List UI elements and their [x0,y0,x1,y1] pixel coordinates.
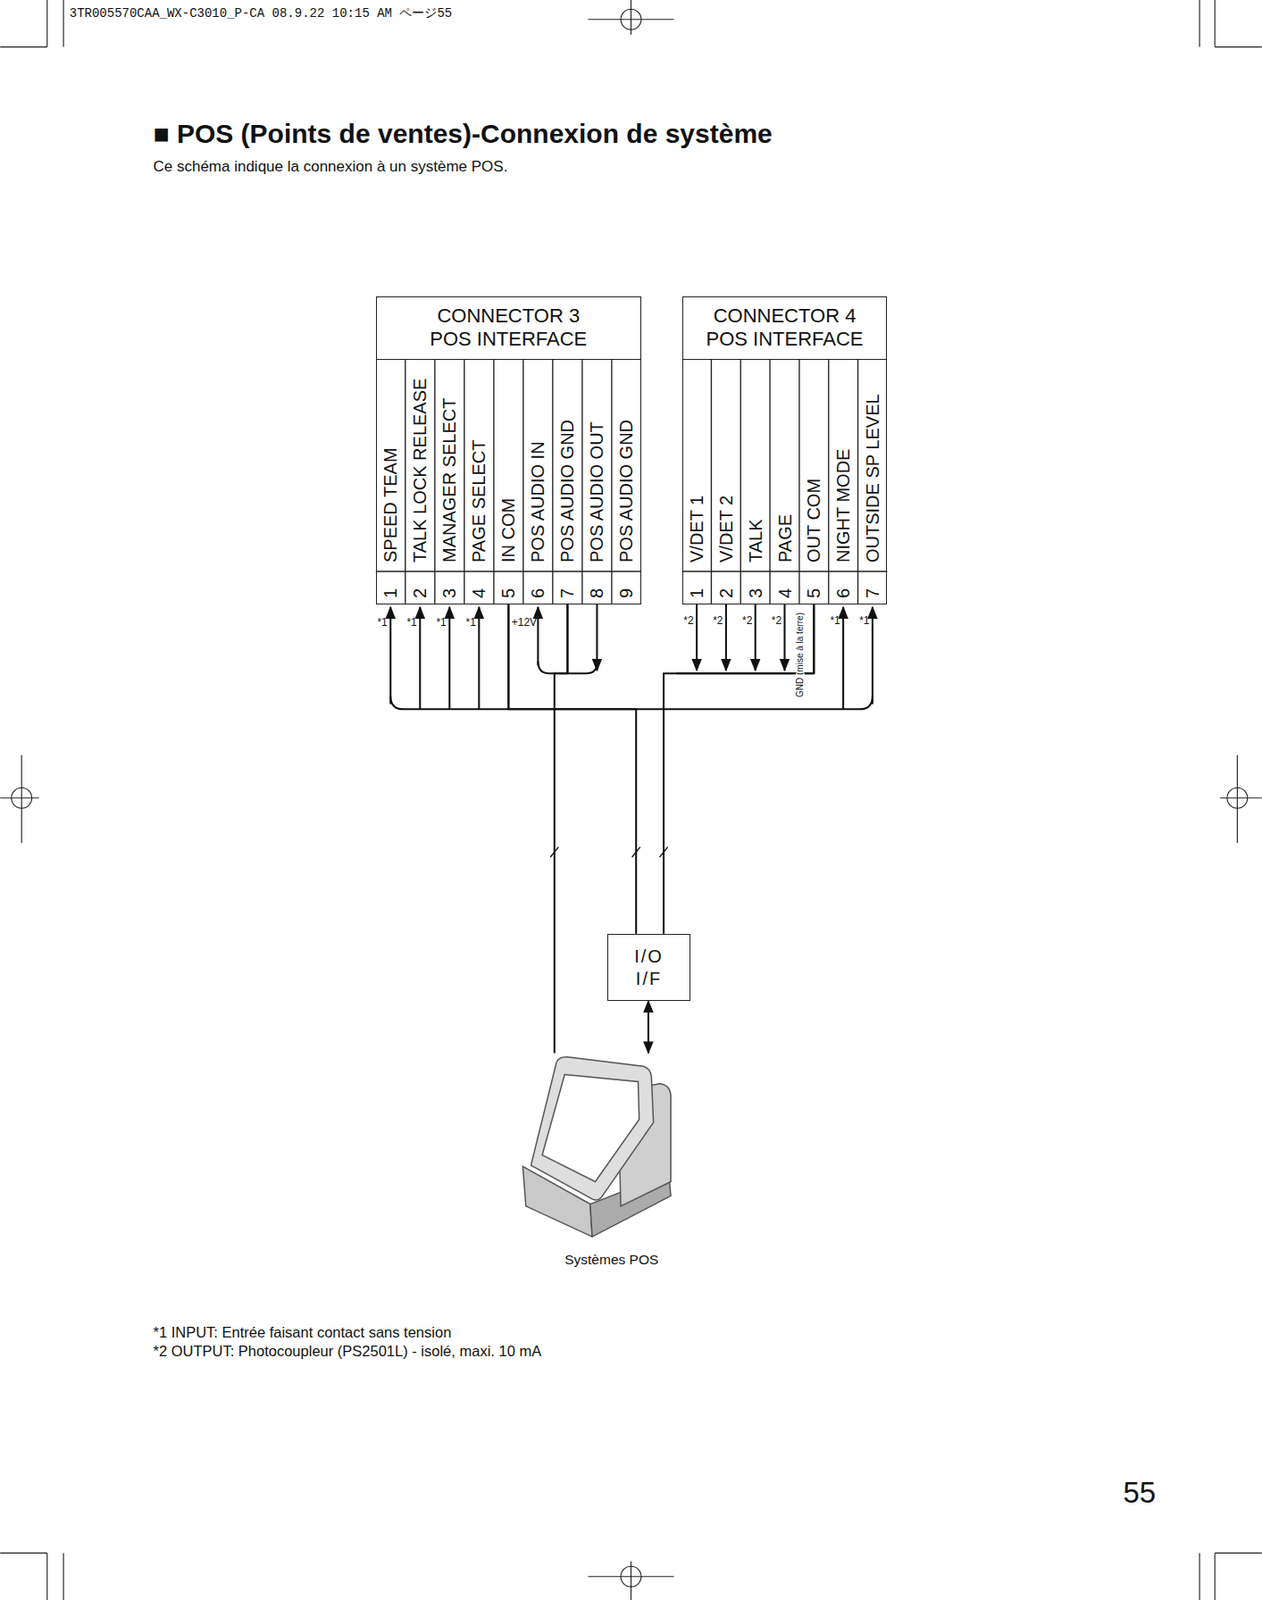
pin-name: OUT COM [804,478,823,563]
pin-name: V/DET 2 [717,495,736,563]
signal-cable [647,1001,650,1054]
footnote: *1 INPUT: Entrée faisant contact sans te… [152,1324,452,1342]
pin-name: NIGHT MODE [834,448,853,562]
pos-terminal-illustration [522,1057,671,1237]
note-marker: *2 [683,615,694,628]
note-marker: *1 [376,618,387,631]
pin-name: POS AUDIO OUT [587,421,606,563]
interface-box: I/O I/F [607,934,691,1002]
pin-name: SPEED TEAM [381,447,400,563]
caption: Ce schéma indique la connexion à un syst… [152,158,508,176]
note-marker: *2 [742,615,753,628]
pin-number: 1 [381,588,400,599]
pin-number: 3 [746,588,765,599]
pin-dividers [376,359,888,604]
pin-number: 5 [804,588,823,599]
pin-number: 9 [617,588,636,599]
pin-name: TALK LOCK RELEASE [410,378,429,563]
pin-name: V/DET 1 [687,495,706,563]
pin-name: POS AUDIO IN [528,441,547,563]
pin-name: POS AUDIO GND [617,419,636,563]
note-marker: *2 [712,615,723,628]
device-caption: Systèmes POS [509,1252,714,1269]
pin-name: IN COM [499,498,518,563]
interface-label: I/O I/F [631,945,668,991]
page-title: ■ POS (Points de ventes)-Connexion de sy… [152,118,772,151]
pin-name: OUTSIDE SP LEVEL [863,393,882,563]
pin-name: POS AUDIO GND [558,419,577,563]
signal-cable [508,604,636,935]
connector-title: CONNECTOR 4 POS INTERFACE [697,304,872,352]
pos-terminal: Systèmes POS [509,1053,714,1269]
pin-number: 6 [834,588,853,599]
connector-header: CONNECTOR 3 POS INTERFACE [376,297,641,361]
note-marker: *2 [771,615,782,628]
pin-number: 5 [499,588,518,599]
pin-name: PAGE [776,514,794,563]
page-number: 55 [1123,1476,1157,1511]
pin-number: 4 [776,588,794,599]
pin-number: 6 [528,588,547,599]
note-marker: *1 [406,618,417,631]
pin-number: 7 [558,588,577,599]
voltage-label: +12V [511,618,537,631]
connector-title: CONNECTOR 3 POS INTERFACE [421,304,596,352]
pin-name: PAGE SELECT [469,439,488,562]
pin-number: 7 [863,588,882,599]
pin-name: TALK [746,518,765,563]
print-slug: 3TR005570CAA_WX-C3010_P-CA 08.9.22 10:15… [69,6,452,21]
note-marker: *1 [829,615,840,628]
note-marker: *1 [466,618,477,631]
pin-number: 2 [717,588,736,599]
footnote: *2 OUTPUT: Photocoupleur (PS2501L) - iso… [152,1343,542,1361]
cable-slashes [550,847,668,858]
connector-header: CONNECTOR 4 POS INTERFACE [683,297,887,361]
pin-number: 8 [587,588,606,599]
pin-number: 4 [469,588,488,599]
signal-cable [663,604,814,935]
pin-number: 3 [440,588,459,599]
note-marker: *1 [435,618,446,631]
pin-wires [390,604,873,711]
note-marker: *1 [859,615,870,628]
pin-name: MANAGER SELECT [440,397,459,562]
signal-cable [554,604,569,1054]
pin-number: 1 [687,588,706,599]
pin-number: 2 [410,588,429,599]
ground-label: GND (mise à la terre) [795,611,805,699]
